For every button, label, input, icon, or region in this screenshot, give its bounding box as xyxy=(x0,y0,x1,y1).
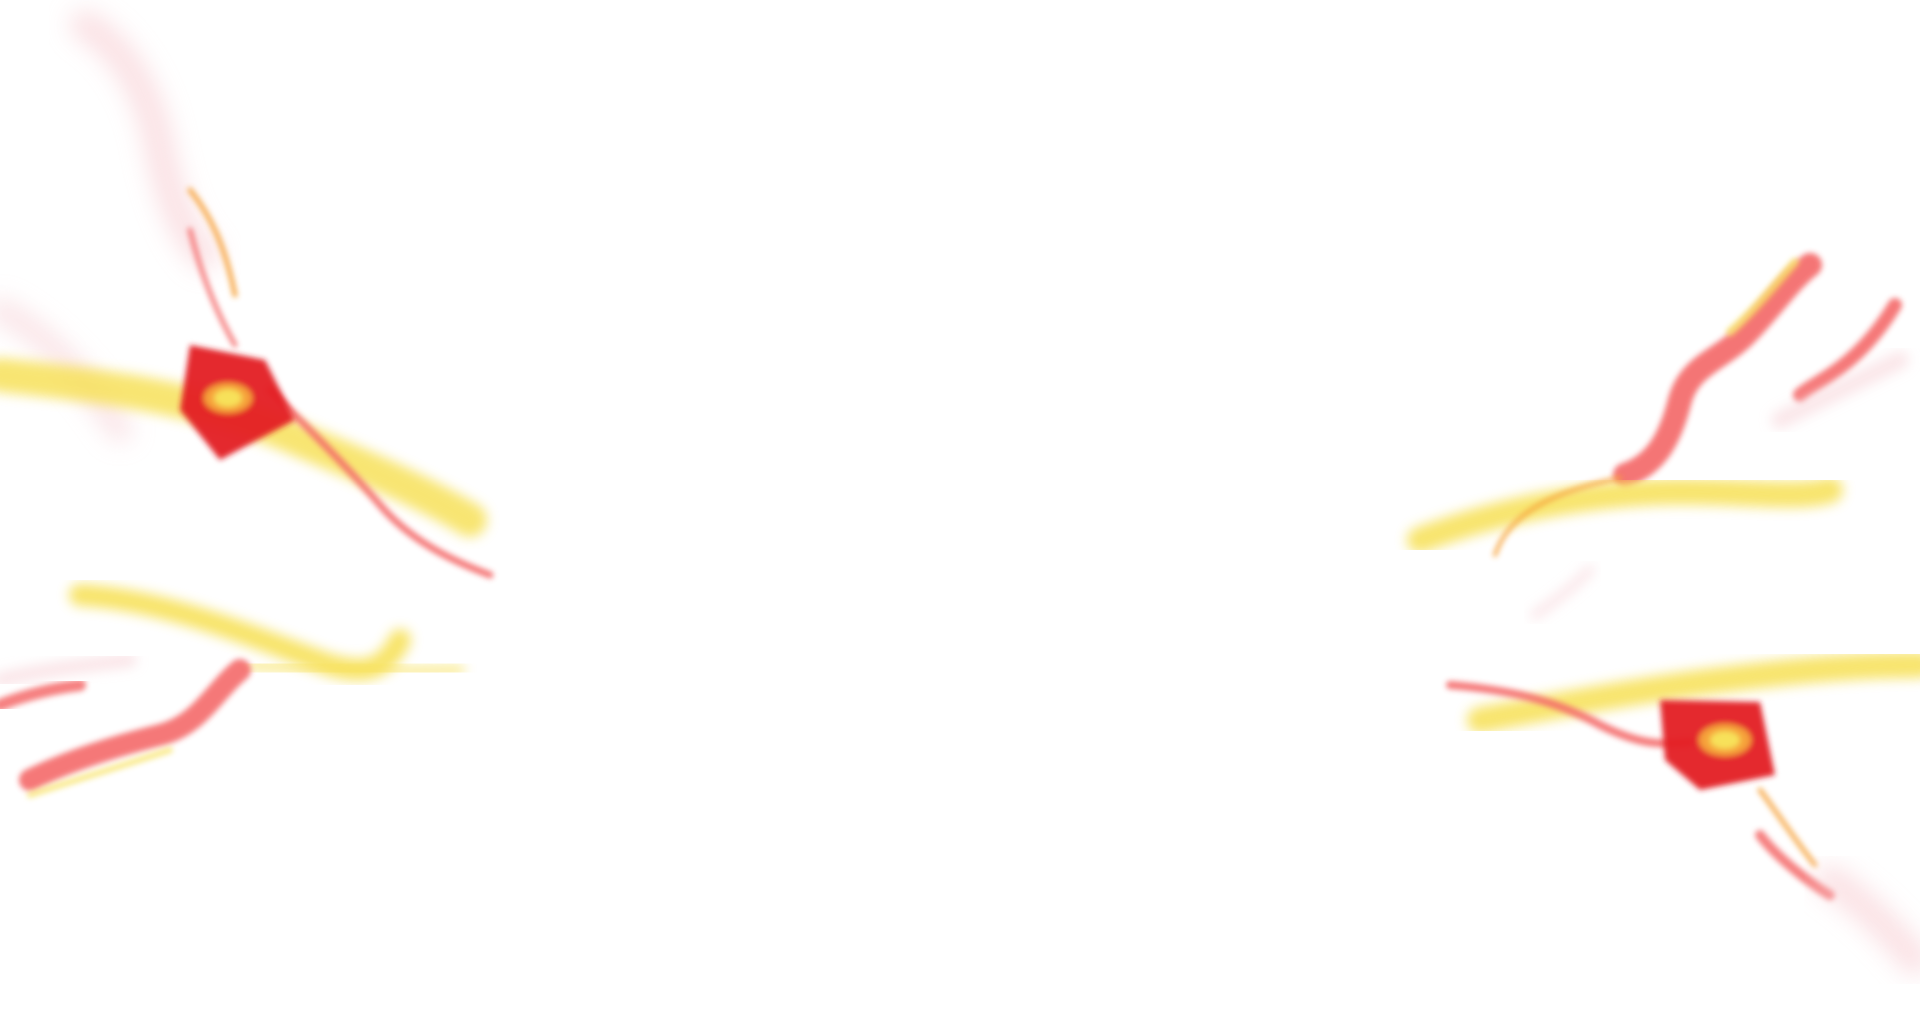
pink-streak xyxy=(0,653,137,687)
yellow-ribbon xyxy=(245,660,465,677)
red-kite-icon xyxy=(180,345,295,460)
pink-streak xyxy=(0,298,132,442)
coral-swish xyxy=(0,679,86,711)
red-kite-icon xyxy=(1660,700,1775,790)
yellow-ribbon xyxy=(69,584,411,681)
pink-streak xyxy=(1530,565,1595,620)
left-ornament xyxy=(0,10,494,798)
coral-swish xyxy=(19,659,251,791)
kite-string xyxy=(1446,681,1694,748)
yellow-edge xyxy=(1726,258,1799,336)
pink-streak xyxy=(1815,865,1920,975)
kite-string xyxy=(1757,787,1818,868)
coral-swish xyxy=(1613,253,1822,487)
orange-tendril xyxy=(187,187,238,298)
coral-swish xyxy=(1793,298,1902,402)
kite-string xyxy=(187,227,238,348)
right-ornament xyxy=(1407,253,1920,975)
yellow-edge xyxy=(27,747,173,798)
kite-string xyxy=(266,386,494,579)
pink-streak xyxy=(1771,351,1909,429)
pink-streak xyxy=(70,10,220,270)
yellow-ribbon xyxy=(0,358,487,537)
yellow-ribbon xyxy=(1407,477,1843,553)
orange-tendril xyxy=(1493,476,1622,557)
